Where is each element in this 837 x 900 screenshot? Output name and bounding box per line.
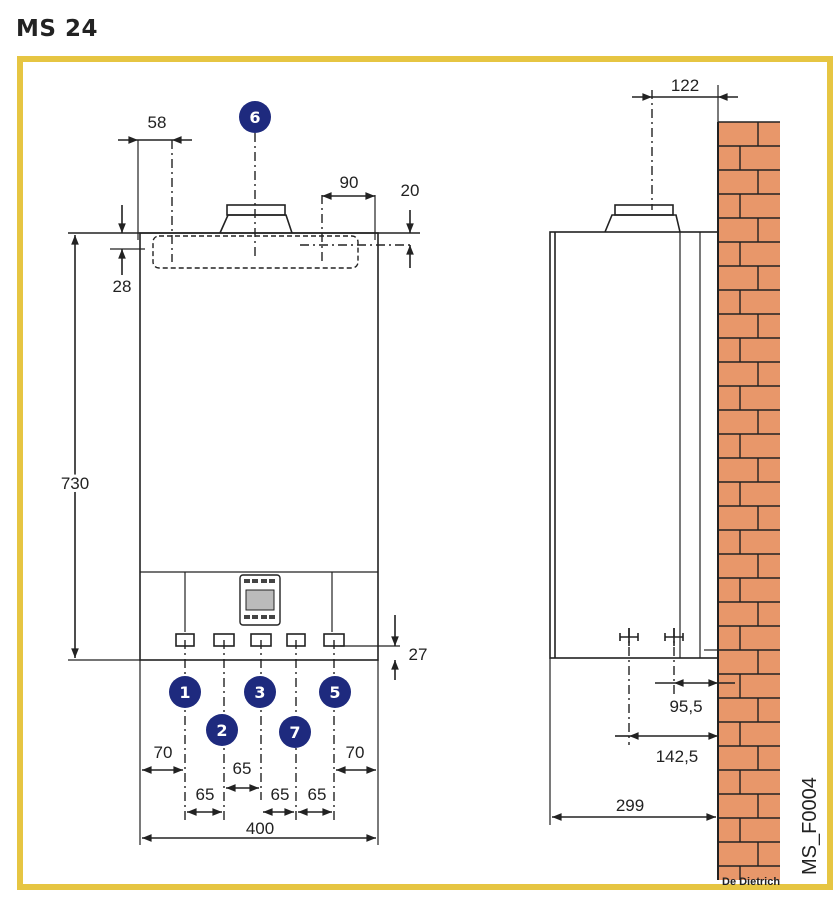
yellow-frame: [17, 56, 833, 890]
dim-400: 400: [246, 819, 274, 838]
dim-65: 65: [271, 785, 290, 804]
side-view: 122 95,5 142,5 299: [549, 76, 780, 880]
svg-text:2: 2: [216, 721, 227, 740]
dimension-labels-front: 58 90 20 28 730 27 70 70 65 65 65 65 400: [58, 113, 428, 838]
dim-65: 65: [233, 759, 252, 778]
front-view: 58 90 20 28 730 27 70 70 65 65 65 65 400…: [58, 101, 428, 845]
connections: [175, 633, 345, 647]
badge-5: 5: [319, 676, 351, 708]
dim-95-5: 95,5: [669, 697, 702, 716]
dim-70-right: 70: [346, 743, 365, 762]
dim-65: 65: [196, 785, 215, 804]
brick-wall: [717, 121, 780, 880]
diagram-title: MS 24: [16, 16, 98, 42]
svg-text:5: 5: [329, 683, 340, 702]
svg-text:1: 1: [179, 683, 190, 702]
svg-text:6: 6: [249, 108, 260, 127]
badge-7: 7: [279, 716, 311, 748]
flue-outlet-side: [604, 214, 681, 233]
dim-90: 90: [340, 173, 359, 192]
dim-730: 730: [61, 474, 89, 493]
dim-28: 28: [113, 277, 132, 296]
dim-142-5: 142,5: [656, 747, 699, 766]
badge-1: 1: [169, 676, 201, 708]
badge-6: 6: [239, 101, 271, 133]
dim-27: 27: [409, 645, 428, 664]
svg-text:7: 7: [289, 723, 300, 742]
dim-20: 20: [401, 181, 420, 200]
badge-3: 3: [244, 676, 276, 708]
dim-122: 122: [671, 76, 699, 95]
drawing-reference: MS_F0004: [799, 777, 821, 875]
svg-text:3: 3: [254, 683, 265, 702]
flue-outlet: [219, 214, 293, 234]
brand-logo: De Dietrich: [722, 876, 780, 888]
dim-65: 65: [308, 785, 327, 804]
boiler-body-side: [549, 231, 719, 659]
dim-70-left: 70: [154, 743, 173, 762]
badge-2: 2: [206, 714, 238, 746]
wall-fill: [718, 122, 780, 880]
dim-299: 299: [616, 796, 644, 815]
boiler-body-front: [139, 232, 379, 661]
dim-58: 58: [148, 113, 167, 132]
